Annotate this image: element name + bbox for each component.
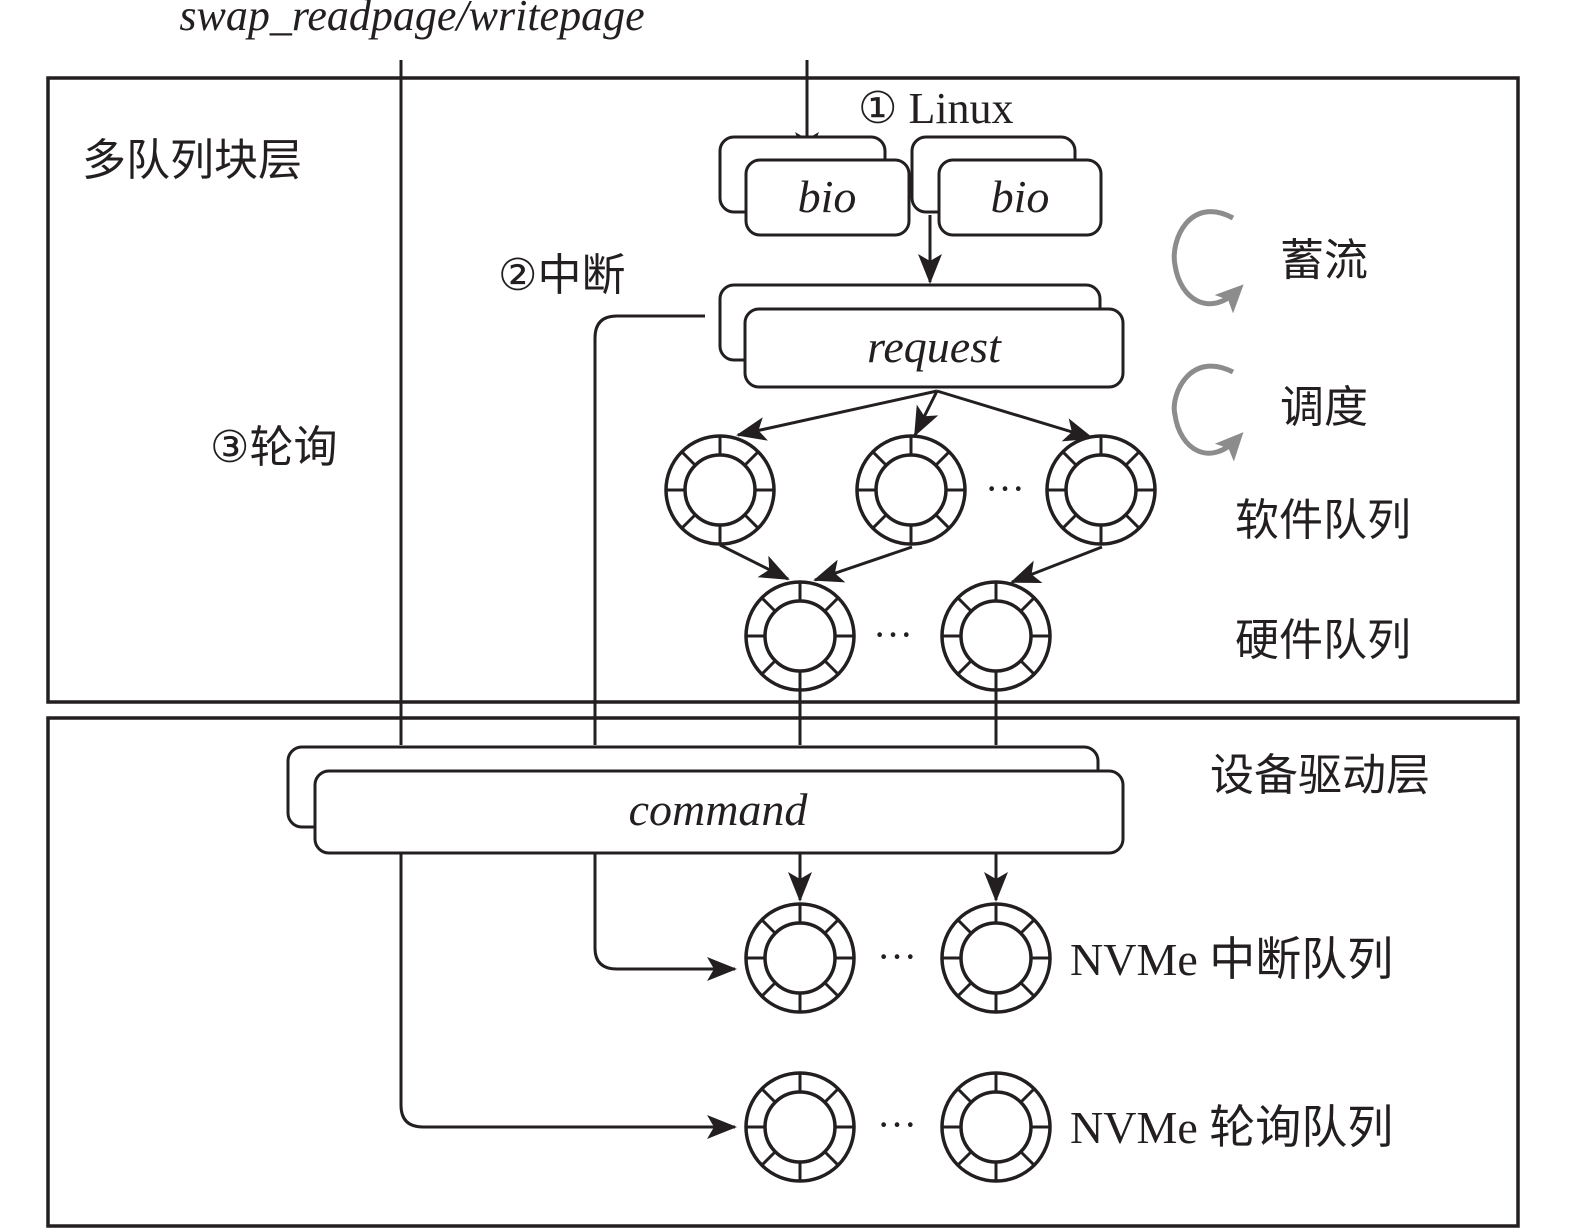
nvme-polling-queue-ring-2 [940, 1071, 1052, 1183]
ring-slot-divider [823, 918, 840, 935]
ring-slot-divider [1019, 918, 1036, 935]
block-layer-frame [46, 76, 1520, 704]
hardware-queue-label: 硬件队列 [1235, 615, 1411, 666]
ring-slot-divider [934, 450, 951, 467]
nvme-polling-queue-text: NVMe 轮询队列 [1070, 1102, 1393, 1153]
ring-slot-divider [680, 513, 697, 530]
request-to-swq-1-arrow [736, 389, 938, 441]
request-box: request [718, 283, 1125, 389]
ring-slot-divider [680, 450, 697, 467]
ring-slot-divider [1019, 596, 1036, 613]
bio-box-1: bio [718, 135, 911, 237]
request-to-swq-3-arrow [936, 389, 1094, 442]
nvme-interrupt-queue-ring-2 [940, 902, 1052, 1014]
ring-slot-divider [1019, 1087, 1036, 1104]
ring-slot-divider [823, 659, 840, 676]
ring-slot-divider [823, 596, 840, 613]
ring-slot-divider [934, 513, 951, 530]
swq2-to-hwq1-arrow [813, 545, 913, 583]
ring-slot-divider [760, 659, 777, 676]
bio-label-1: bio [798, 171, 857, 222]
nvme-interrupt-queue-label: NVMe 中断队列 [1070, 934, 1393, 985]
ring-slot-divider [760, 981, 777, 998]
plug-label: 蓄流 [1280, 235, 1368, 286]
ring-slot-divider [1061, 450, 1078, 467]
software-queue-ring-2 [855, 434, 967, 546]
top-function-label: swap_readpage/writepage [179, 0, 644, 40]
ring-slot-divider [871, 513, 888, 530]
ring-slot-divider [1124, 450, 1141, 467]
ring-slot-divider [823, 1150, 840, 1167]
step-polling-label: ③轮询 [210, 422, 337, 473]
ring-slot-divider [956, 981, 973, 998]
software-queue-ring-1 [664, 434, 776, 546]
ring-slot-divider [956, 918, 973, 935]
driver-layer-frame [46, 716, 1520, 1228]
nvme-polling-queue-label: NVMe 轮询队列 [1070, 1102, 1393, 1153]
ring-slot-divider [1019, 1150, 1036, 1167]
ring-slot-divider [760, 1150, 777, 1167]
ring-slot-divider [871, 450, 888, 467]
ring-slot-divider [956, 659, 973, 676]
interrupt-path-top [593, 314, 705, 745]
nvme-polling-queue-ring-1 [744, 1071, 856, 1183]
command-box: command [286, 745, 1125, 855]
interrupt-path-arrow [593, 852, 737, 981]
ring-slot-divider [956, 596, 973, 613]
nvme-poll-ellipsis: ··· [877, 1102, 917, 1147]
nvme-int-ellipsis: ··· [877, 934, 917, 979]
ring-slot-divider [1061, 513, 1078, 530]
queue-rings [664, 434, 1157, 1183]
swq3-to-hwq2-arrow [1010, 545, 1103, 584]
step-interrupt-label: ②中断 [498, 250, 625, 301]
ring-slot-divider [956, 1150, 973, 1167]
ring-slot-divider [760, 918, 777, 935]
nvme-interrupt-queue-text: NVMe 中断队列 [1070, 934, 1393, 985]
ring-slot-divider [956, 1087, 973, 1104]
software-queue-label: 软件队列 [1235, 495, 1411, 546]
ring-slot-divider [1019, 659, 1036, 676]
software-queue-ring-3 [1045, 434, 1157, 546]
hardware-queue-ring-1 [744, 580, 856, 692]
swq-ellipsis: ··· [985, 466, 1025, 511]
request-label: request [867, 321, 1002, 372]
block-layer-label: 多队列块层 [82, 135, 302, 186]
ring-slot-divider [1124, 513, 1141, 530]
bio-label-2: bio [991, 171, 1050, 222]
request-to-swq-2-arrow [913, 390, 939, 437]
bio-box-2: bio [910, 135, 1103, 237]
ring-slot-divider [760, 1087, 777, 1104]
step-linux-label: ① Linux [858, 84, 1014, 133]
hardware-queue-ring-2 [940, 580, 1052, 692]
schedule-loop-icon [1171, 363, 1244, 462]
hwq-ellipsis: ··· [873, 612, 913, 657]
driver-layer-label: 设备驱动层 [1210, 750, 1430, 801]
schedule-label: 调度 [1280, 382, 1368, 433]
ring-slot-divider [823, 1087, 840, 1104]
polling-path-arrow [399, 852, 737, 1139]
nvme-interrupt-queue-ring-1 [744, 902, 856, 1014]
ring-slot-divider [1019, 981, 1036, 998]
ring-slot-divider [823, 981, 840, 998]
swq1-to-hwq1-arrow [719, 543, 790, 581]
ring-slot-divider [743, 450, 760, 467]
ring-slot-divider [743, 513, 760, 530]
command-label: command [629, 784, 809, 835]
plug-loop-icon [1171, 209, 1244, 314]
ring-slot-divider [760, 596, 777, 613]
